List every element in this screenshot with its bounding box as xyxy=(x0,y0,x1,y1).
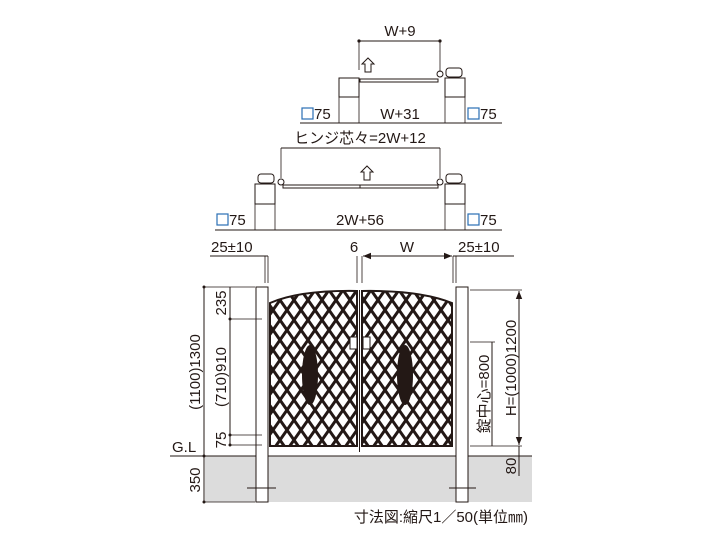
left-gap-dim: 25±10 xyxy=(211,239,253,256)
bottom-offset-dim: 75 xyxy=(213,432,230,449)
right-gap-dim: 25±10 xyxy=(458,239,500,256)
scale-caption: 寸法図:縮尺1／50(単位㎜) xyxy=(354,509,528,526)
open-direction-arrow-icon xyxy=(360,57,376,73)
post-height-dim: (1100)1300 xyxy=(187,334,204,410)
left-post xyxy=(255,286,269,503)
dim-w-plus-9: W+9 xyxy=(384,23,415,40)
right-post-size: 75 xyxy=(480,106,497,123)
left-post-size: 75 xyxy=(314,106,331,123)
elevation-view: G.L 25±10 6 W 25±10 (1100)1300 235 (710)… xyxy=(170,239,532,504)
ground-clearance-dim: 80 xyxy=(503,458,520,475)
top-offset-dim: 235 xyxy=(213,290,230,315)
plan-double-gate: ヒンジ芯々=2W+12 75 2W+56 75 xyxy=(215,130,502,231)
right-post xyxy=(455,286,469,503)
lock-center-dim: 錠中心=800 xyxy=(476,355,493,434)
ground-level-label: G.L xyxy=(172,439,196,456)
dim-hinge-centers: ヒンジ芯々=2W+12 xyxy=(294,130,426,147)
left-post xyxy=(338,77,360,98)
ground xyxy=(205,456,532,502)
dim-w-plus-31: W+31 xyxy=(380,106,420,123)
panel-height-dim: (710)910 xyxy=(213,347,230,407)
open-direction-arrow-icon xyxy=(359,165,375,181)
width-dim: W xyxy=(400,239,415,256)
dim-2w-plus-56: 2W+56 xyxy=(336,212,384,229)
right-post-size: 75 xyxy=(480,212,497,229)
center-gap-dim: 6 xyxy=(350,239,358,256)
right-post xyxy=(444,77,466,98)
plan-single-gate: W+9 75 W+31 75 xyxy=(300,23,502,124)
embed-depth-dim: 350 xyxy=(187,467,204,492)
gate-height-dim: H=(1000)1200 xyxy=(503,320,520,416)
left-post-size: 75 xyxy=(229,212,246,229)
